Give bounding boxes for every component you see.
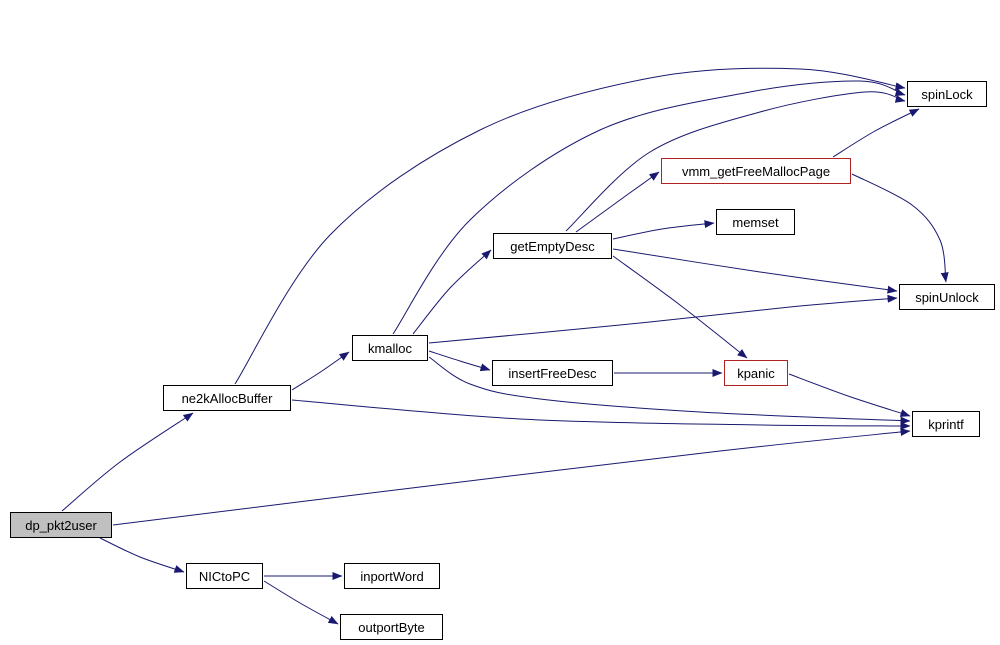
edge-dp_pkt2user-to-ne2kAllocBuffer (61, 412, 194, 512)
edge-getEmptyDesc-to-kpanic (612, 255, 748, 359)
node-NICtoPC[interactable]: NICtoPC (186, 563, 263, 589)
node-kmalloc[interactable]: kmalloc (352, 335, 428, 361)
node-outportByte[interactable]: outportByte (340, 614, 443, 640)
edge-kpanic-to-kprintf (788, 373, 911, 417)
edge-getEmptyDesc-to-spinUnlock (612, 248, 898, 294)
node-dp_pkt2user[interactable]: dp_pkt2user (10, 512, 112, 538)
edge-ne2kAllocBuffer-to-spinLock (234, 67, 906, 385)
node-vmm_getFreeMallocPage[interactable]: vmm_getFreeMallocPage (661, 158, 851, 184)
node-kprintf[interactable]: kprintf (912, 411, 980, 437)
edge-dp_pkt2user-to-NICtoPC (99, 537, 185, 573)
node-spinLock[interactable]: spinLock (907, 81, 987, 107)
edge-kmalloc-to-insertFreeDesc (428, 350, 491, 372)
edge-dp_pkt2user-to-kprintf (112, 428, 911, 526)
edge-vmm_getFreeMallocPage-to-spinUnlock (851, 173, 949, 283)
node-kpanic[interactable]: kpanic (724, 360, 788, 386)
edge-kmalloc-to-spinLock (392, 80, 906, 335)
node-spinUnlock[interactable]: spinUnlock (899, 284, 995, 310)
node-insertFreeDesc[interactable]: insertFreeDesc (492, 360, 613, 386)
edge-kmalloc-to-spinUnlock (428, 294, 898, 344)
node-memset[interactable]: memset (716, 209, 795, 235)
edge-ne2kAllocBuffer-to-kprintf (291, 399, 911, 430)
edge-NICtoPC-to-outportByte (263, 580, 339, 625)
edge-vmm_getFreeMallocPage-to-spinLock (832, 108, 920, 158)
edge-ne2kAllocBuffer-to-kmalloc (291, 351, 350, 391)
node-inportWord[interactable]: inportWord (344, 563, 440, 589)
node-getEmptyDesc[interactable]: getEmptyDesc (493, 233, 612, 259)
edge-kmalloc-to-kprintf (428, 356, 911, 425)
edge-kmalloc-to-getEmptyDesc (412, 249, 492, 335)
edge-getEmptyDesc-to-vmm_getFreeMallocPage (575, 171, 660, 233)
node-ne2kAllocBuffer[interactable]: ne2kAllocBuffer (163, 385, 291, 411)
edge-getEmptyDesc-to-spinLock (565, 91, 906, 232)
edge-getEmptyDesc-to-memset (612, 220, 715, 240)
